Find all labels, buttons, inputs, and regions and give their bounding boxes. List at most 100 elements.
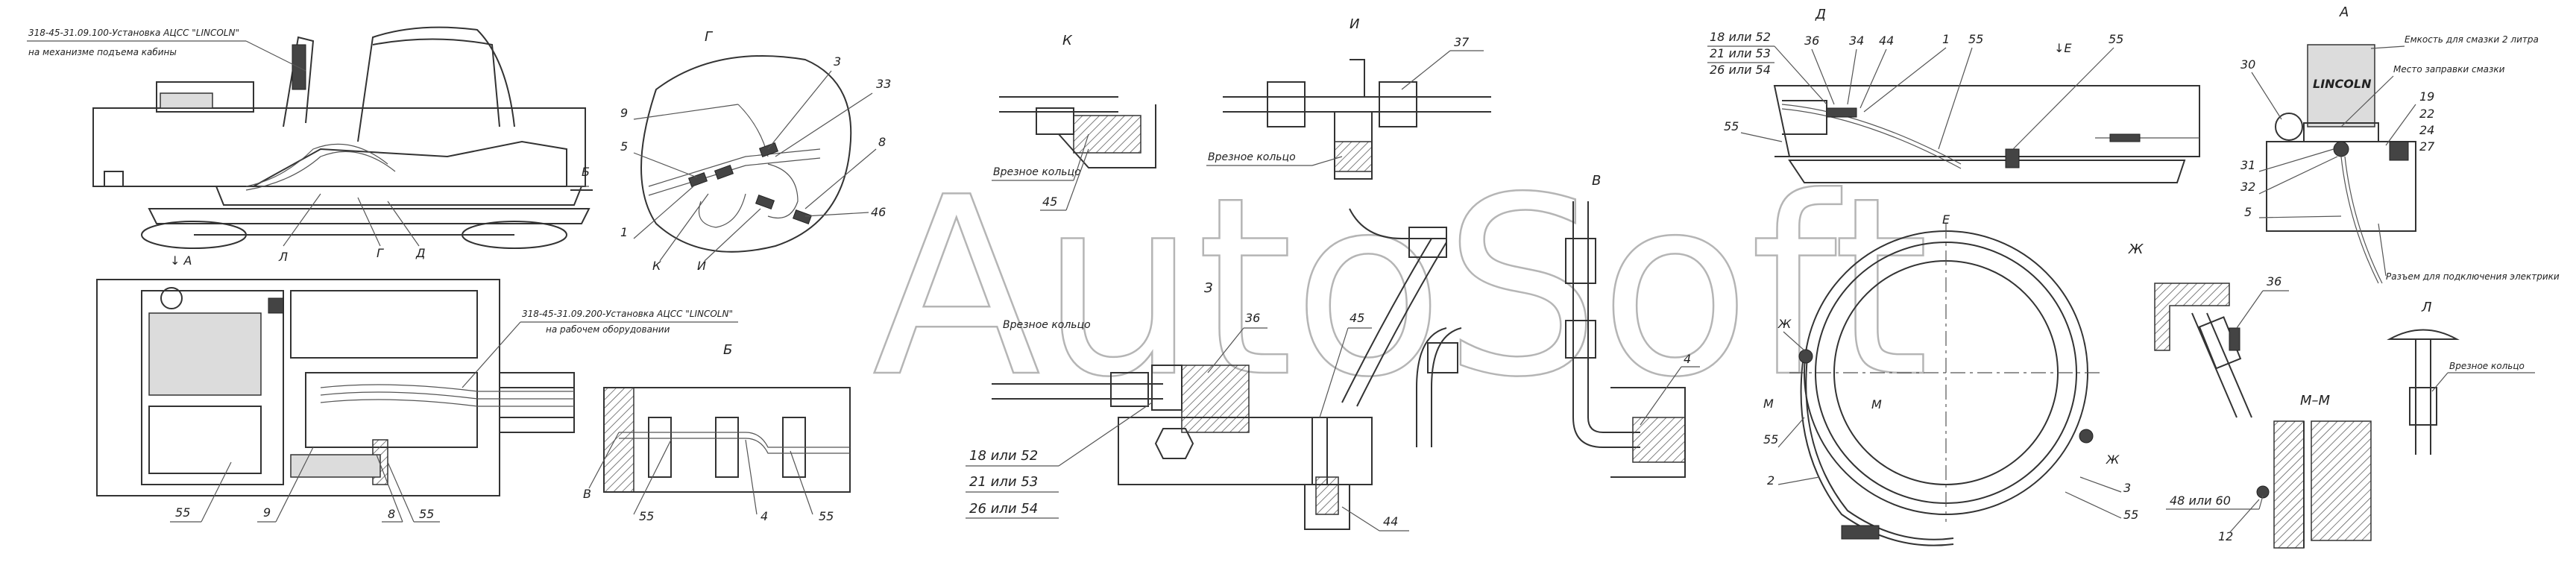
label-view-L: Л xyxy=(278,250,288,264)
note1-line2: на механизме подъема кабины xyxy=(28,47,177,57)
detail-view-D: Д 18 или 52 21 или 53 26 или 54 36 34 44… xyxy=(1707,7,2200,183)
side-elevation-view: 318-45-31.09.100-Установка АЦСС "LINCOLN… xyxy=(27,26,593,264)
label-view-D-title: Д xyxy=(1815,7,1826,22)
label-view-G: Г xyxy=(377,246,384,260)
callout-55-D2: 55 xyxy=(2109,32,2123,46)
lincoln-logo: LINCOLN xyxy=(2313,77,2372,91)
label-view-A-detail: А xyxy=(2339,4,2349,20)
vreznoe-I: Врезное кольцо xyxy=(1208,151,1296,163)
callout-9: 9 xyxy=(263,505,271,520)
callout-55-a: 55 xyxy=(175,505,190,520)
label-view-G-title: Г xyxy=(705,29,714,45)
callout-24: 24 xyxy=(2419,123,2434,137)
callout-45-K: 45 xyxy=(1042,195,1057,209)
note1-line1: 318-45-31.09.100-Установка АЦСС "LINCOLN… xyxy=(28,28,239,38)
callout-19: 19 xyxy=(2419,89,2434,104)
callout-3-E: 3 xyxy=(2123,481,2131,495)
callout-33: 33 xyxy=(876,77,891,91)
callout-4-V: 4 xyxy=(1684,352,1691,366)
watermark: AutoSoft xyxy=(872,145,1929,431)
label-view-M-title: М–М xyxy=(2300,393,2331,409)
detail-view-V: В 4 xyxy=(1565,173,1700,478)
callout-44-Z: 44 xyxy=(1383,514,1398,529)
callout-36-Zh: 36 xyxy=(2267,274,2281,288)
label-view-B-title: Б xyxy=(723,342,732,358)
label-I: И xyxy=(697,259,706,273)
detail-view-B: Б В 55 4 55 xyxy=(583,342,851,523)
label-view-Zh-title: Ж xyxy=(2128,242,2144,257)
detail-view-Zh: Ж 36 xyxy=(2128,242,2289,418)
callout-55-E2: 55 xyxy=(2123,508,2138,522)
callout-36-D: 36 xyxy=(1804,34,1819,48)
label-K: К xyxy=(652,259,661,273)
callout-34: 34 xyxy=(1849,34,1864,48)
callout-55-D3: 55 xyxy=(1724,119,1739,133)
label-view-K-title: К xyxy=(1062,33,1073,48)
note2-line1: 318-45-31.09.200-Установка АЦСС "LINCOLN… xyxy=(522,309,733,319)
label-view-L-title: Л xyxy=(2421,300,2432,315)
callout-55-B2: 55 xyxy=(819,509,834,523)
label-V-B: В xyxy=(583,487,591,501)
ili-21-53-D: 21 или 53 xyxy=(1710,46,1771,60)
text-emkost: Емкость для смазки 2 литра xyxy=(2405,34,2539,45)
callout-8-G: 8 xyxy=(878,135,886,149)
label-M-E1: М xyxy=(1763,397,1774,411)
label-view-Z-title: З xyxy=(1204,280,1213,296)
callout-5-G: 5 xyxy=(620,139,628,154)
ili-18-52-D: 18 или 52 xyxy=(1710,30,1771,44)
callout-22: 22 xyxy=(2419,107,2434,121)
callout-37: 37 xyxy=(1454,35,1470,49)
label-view-A: ↓ А xyxy=(170,253,192,268)
label-view-E-ring: Е xyxy=(1942,212,1950,227)
callout-32: 32 xyxy=(2240,180,2255,194)
label-Zh-E1: Ж xyxy=(1777,317,1792,331)
note2-line2: на рабочем оборудовании xyxy=(546,324,670,335)
callout-44-D: 44 xyxy=(1879,34,1894,48)
plan-view-A: ↓ А 318-45-31.09.200-Установка АЦСС "LIN… xyxy=(96,253,738,523)
label-view-V-title: В xyxy=(1592,173,1601,189)
callout-4-B: 4 xyxy=(760,509,768,523)
callout-46: 46 xyxy=(871,205,886,219)
label-view-D: Д xyxy=(415,246,426,260)
ili-18-52: 18 или 52 xyxy=(969,448,1038,464)
label-view-E: ↓Е xyxy=(2054,41,2072,55)
label-M-E2: М xyxy=(1871,397,1882,411)
ili-21-53: 21 или 53 xyxy=(969,474,1038,490)
text-mesto: Место заправки смазки xyxy=(2393,64,2505,75)
callout-55-B1: 55 xyxy=(639,509,654,523)
detail-view-Z: З Врезное кольцо 36 45 18 или 52 21 или … xyxy=(966,208,1462,532)
detail-view-E: Е Ж М М Ж 55 2 3 55 xyxy=(1763,212,2138,546)
ili-26-54-D: 26 или 54 xyxy=(1710,63,1771,77)
callout-36-Z: 36 xyxy=(1245,311,1260,325)
callout-31: 31 xyxy=(2240,158,2255,172)
callout-8: 8 xyxy=(388,507,395,521)
callout-45-Z: 45 xyxy=(1350,311,1364,325)
callout-5-A: 5 xyxy=(2244,205,2252,219)
detail-view-L: Л Врезное кольцо xyxy=(2387,300,2535,455)
callout-9-G: 9 xyxy=(620,106,628,120)
callout-1-G: 1 xyxy=(620,225,628,239)
callout-3-G: 3 xyxy=(834,54,841,69)
ili-48-60: 48 или 60 xyxy=(2170,493,2231,508)
text-razem: Разъем для подключения электрики xyxy=(2386,271,2560,282)
callout-2-E: 2 xyxy=(1767,473,1774,488)
vreznoe-K: Врезное кольцо xyxy=(993,166,1081,178)
vreznoe-Z: Врезное кольцо xyxy=(1003,319,1091,331)
callout-55-b: 55 xyxy=(419,507,434,521)
detail-view-A-tank: А LINCOLN Емкость для смазки 2 литра Мес… xyxy=(2240,4,2560,284)
ili-26-54: 26 или 54 xyxy=(969,501,1038,517)
callout-55-E1: 55 xyxy=(1763,432,1778,447)
callout-55-D1: 55 xyxy=(1968,32,1983,46)
detail-view-K: К Врезное кольцо 45 xyxy=(992,33,1156,211)
callout-27: 27 xyxy=(2419,139,2435,154)
detail-view-M-M: М–М 48 или 60 12 xyxy=(2166,393,2372,549)
label-Zh-E2: Ж xyxy=(2106,452,2120,467)
label-arrow-B: Б xyxy=(582,165,590,179)
callout-30: 30 xyxy=(2240,57,2255,72)
detail-view-G: Г 9 5 1 3 33 8 46 К И xyxy=(620,29,891,273)
detail-view-I: И 37 Врезное кольцо xyxy=(1206,16,1491,180)
label-view-I-title: И xyxy=(1350,16,1359,32)
callout-1-D: 1 xyxy=(1942,32,1950,46)
